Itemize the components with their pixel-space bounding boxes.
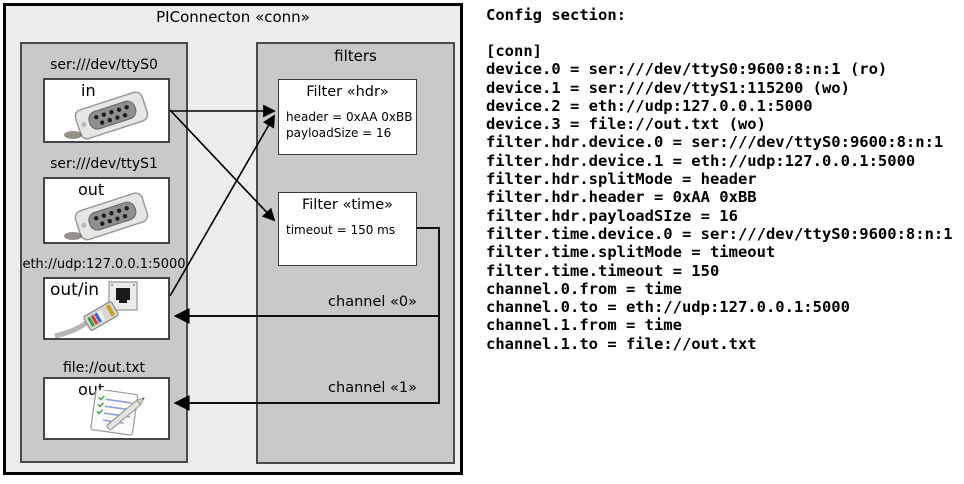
device-port-label: out/in	[50, 280, 100, 300]
config-text: [conn] device.0 = ser:///dev/ttyS0:9600:…	[486, 42, 953, 353]
filter-time-box: Filter «time» timeout = 150 ms	[278, 192, 417, 266]
device-url-label-file: file://out.txt	[62, 360, 146, 376]
serial-connector-icon	[64, 91, 149, 140]
config-heading: Config section:	[486, 6, 626, 24]
filter-hdr-title: Filter «hdr»	[306, 84, 389, 100]
filter-time-attr-timeout: timeout = 150 ms	[286, 223, 396, 237]
filter-hdr-attr-header: header = 0xAA 0xBB	[286, 110, 413, 124]
diagram-title: PIConnecton «conn»	[156, 8, 310, 26]
device-box-ttys0: in	[43, 78, 170, 143]
ethernet-cable-icon	[54, 301, 119, 338]
filter-time-title: Filter «time»	[301, 197, 394, 213]
device-port-label: in	[81, 81, 96, 100]
notepad-icon	[90, 390, 145, 436]
filter-hdr-attr-payloadsize: payloadSize = 16	[286, 126, 392, 140]
device-url-label-eth: eth://udp:127.0.0.1:5000	[22, 257, 186, 272]
device-port-label: out	[78, 180, 105, 199]
device-box-eth: out/in	[43, 277, 170, 340]
channel-1-label: channel «1»	[328, 380, 417, 396]
device-url-label-ttys1: ser:///dev/ttyS1	[50, 156, 158, 172]
device-url-label-ttys0: ser:///dev/ttyS0	[50, 57, 158, 73]
filters-panel-title: filters	[334, 47, 377, 65]
channel-0-label: channel «0»	[328, 294, 417, 310]
device-box-file: out	[43, 377, 170, 440]
filter-hdr-box: Filter «hdr» header = 0xAA 0xBB payloadS…	[278, 79, 417, 155]
serial-connector-icon	[64, 192, 149, 241]
device-box-ttys1: out	[43, 177, 170, 244]
